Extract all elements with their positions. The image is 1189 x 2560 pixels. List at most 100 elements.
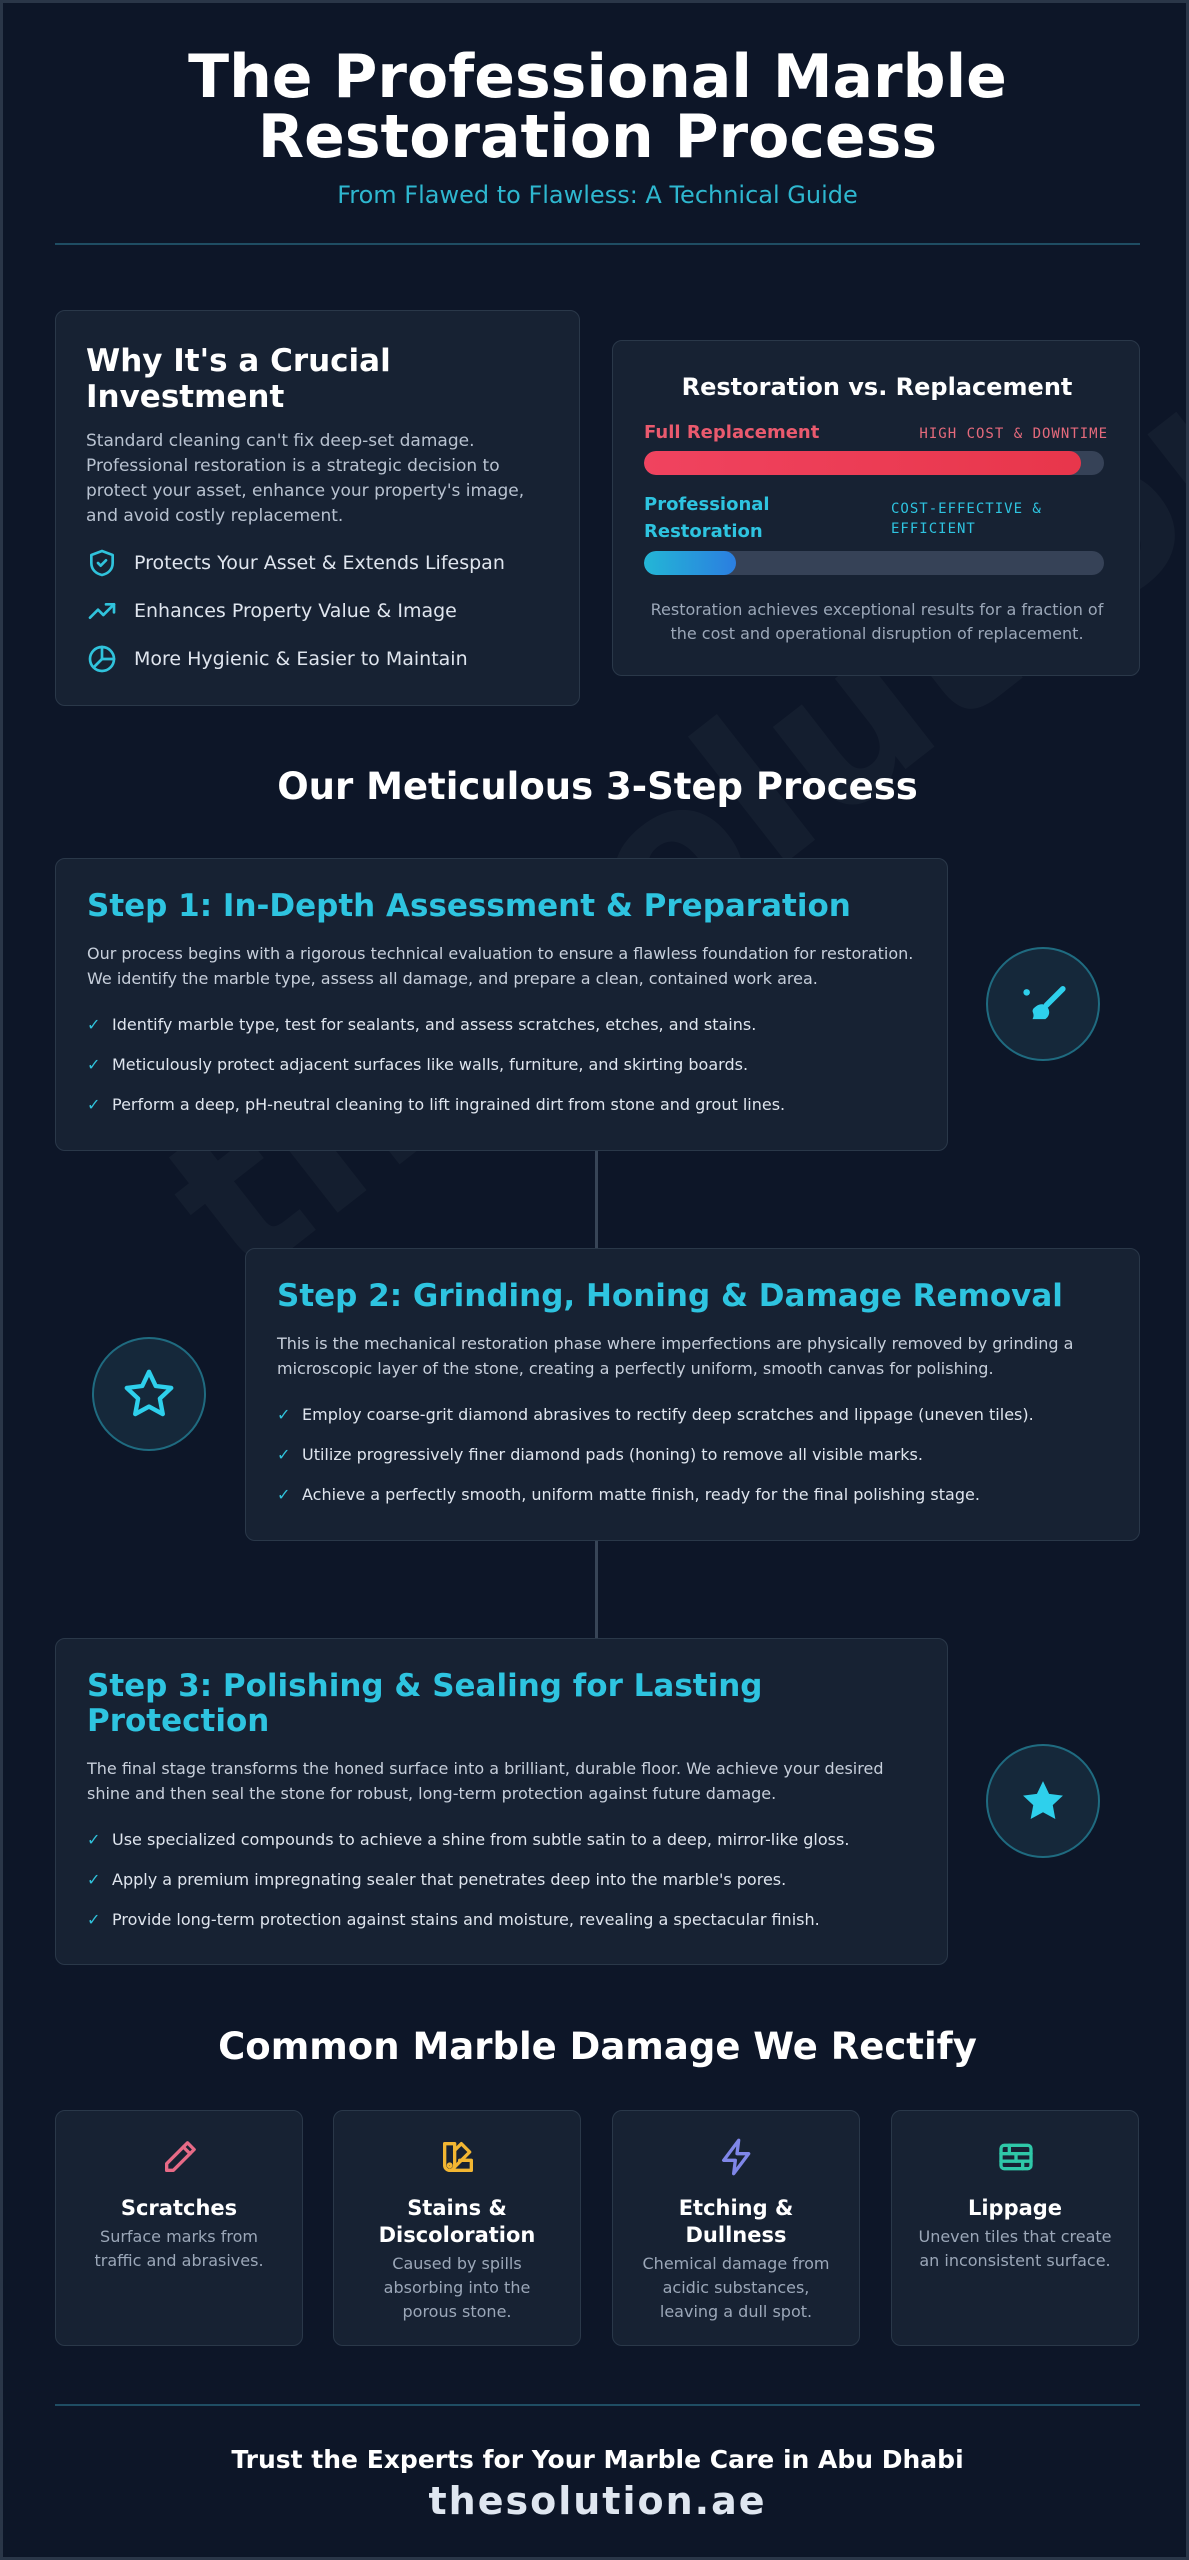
step-1-title: Step 1: In-Depth Assessment & Preparatio…	[87, 888, 851, 924]
damage-card-description-line: Uneven tiles that create	[918, 2227, 1112, 2246]
star-outline-icon	[124, 1369, 174, 1417]
restoration-tag: COST-EFFECTIVE & EFFICIENT	[891, 499, 1042, 539]
check-item: ✓Use specialized compounds to achieve a …	[87, 1828, 927, 1852]
timeline-connector	[595, 1151, 598, 1249]
checkmark-icon: ✓	[87, 1910, 101, 1929]
restoration-label-line1: Professional	[644, 494, 770, 515]
damage-title: Common Marble Damage We Rectify	[218, 2025, 977, 2068]
process-title: Our Meticulous 3-Step Process	[277, 765, 918, 808]
checkmark-icon: ✓	[87, 1870, 101, 1889]
investment-card: Why It's a Crucial Investment Standard c…	[55, 310, 580, 706]
damage-card-title: Etching & Dullness	[623, 2195, 849, 2249]
restoration-label-line2: Restoration	[644, 521, 763, 542]
damage-card-description-line: an inconsistent surface.	[919, 2251, 1111, 2270]
damage-card-title-line: Lippage	[967, 2196, 1063, 2220]
restoration-label: Professional Restoration	[644, 491, 770, 545]
step-2-description-line2: microscopic layer of the stone, creating…	[277, 1359, 994, 1378]
step-1-card: Step 1: In-Depth Assessment & Preparatio…	[55, 858, 948, 1151]
damage-card-title: Scratches	[66, 2195, 292, 2222]
comparison-note-line1: Restoration achieves exceptional results…	[650, 600, 1104, 619]
check-item-text: Use specialized compounds to achieve a s…	[112, 1830, 850, 1849]
timeline-connector	[595, 1541, 598, 1639]
check-item: ✓Achieve a perfectly smooth, uniform mat…	[277, 1483, 1117, 1507]
step-2-card: Step 2: Grinding, Honing & Damage Remova…	[245, 1248, 1140, 1541]
check-item-text: Perform a deep, pH-neutral cleaning to l…	[112, 1095, 786, 1114]
check-item: ✓Meticulously protect adjacent surfaces …	[87, 1053, 927, 1077]
investment-description: Standard cleaning can't fix deep-set dam…	[86, 431, 525, 526]
damage-card-stains: Stains & Discoloration Caused by spills …	[333, 2110, 581, 2346]
page-subtitle: From Flawed to Flawless: A Technical Gui…	[337, 181, 858, 209]
check-item: ✓ Perform a deep, pH-neutral cleaning to …	[87, 1093, 927, 1117]
restoration-tag-line1: COST-EFFECTIVE &	[891, 501, 1042, 517]
check-item-text: Employ coarse-grit diamond abrasives to …	[302, 1405, 1034, 1424]
benefit-label: Enhances Property Value & Image	[134, 600, 457, 622]
tiles-icon	[999, 2143, 1033, 2171]
investment-title-line1: Why It's a Crucial	[86, 343, 391, 379]
footer-site[interactable]: thesolution.ae	[428, 2479, 767, 2523]
check-item: ✓ Employ coarse-grit diamond abrasives to…	[277, 1403, 1117, 1427]
step-1-description: Our process begins with a rigorous techn…	[87, 941, 927, 991]
cleaning-brush-icon	[1023, 986, 1066, 1020]
step-3-card: Step 3: Polishing & Sealing for Lasting …	[55, 1638, 948, 1965]
replacement-tag: HIGH COST & DOWNTIME	[919, 426, 1108, 442]
check-item-text: Apply a premium impregnating sealer that…	[112, 1870, 787, 1889]
comparison-title: Restoration vs. Replacement	[681, 373, 1073, 401]
star-filled-icon	[1023, 1781, 1063, 1819]
footer-divider	[55, 2404, 1140, 2406]
damage-card-description-line: Chemical damage from	[642, 2254, 830, 2273]
swatch-icon	[443, 2142, 473, 2172]
damage-card-description-line: porous stone.	[402, 2302, 512, 2321]
damage-card-description-line: Surface marks from	[100, 2227, 258, 2246]
damage-card-title-line: Discoloration	[378, 2223, 536, 2247]
checkmark-icon: ✓	[87, 1095, 101, 1114]
damage-card-description-line: acidic substances,	[662, 2278, 810, 2297]
comparison-note-line2: the cost and operational disruption of r…	[670, 624, 1084, 643]
damage-card-etching: Etching & Dullness Chemical damage from …	[612, 2110, 860, 2346]
benefit-label: More Hygienic & Easier to Maintain	[134, 648, 468, 670]
replacement-label: Full Replacement	[644, 422, 820, 443]
lightning-icon	[722, 2138, 751, 2176]
investment-title-line2: Investment	[86, 379, 285, 415]
step-2-badge	[92, 1337, 206, 1451]
damage-card-description-line: Caused by spills	[392, 2254, 522, 2273]
page-title: The Professional Marble Restoration Proc…	[3, 42, 1186, 167]
damage-card-description: Chemical damage from acidic substances, …	[627, 2252, 845, 2324]
damage-card-description: Caused by spills absorbing into the poro…	[348, 2252, 566, 2324]
damage-card-title: Lippage	[902, 2195, 1128, 2222]
replacement-bar-fill	[644, 451, 1081, 475]
benefit-item: More Hygienic & Easier to Maintain	[86, 643, 468, 675]
checkmark-icon: ✓	[87, 1015, 101, 1034]
header-divider	[55, 243, 1140, 245]
restoration-tag-line2: EFFICIENT	[891, 521, 976, 537]
restoration-bar-fill	[644, 551, 736, 575]
step-3-badge	[986, 1744, 1100, 1858]
footer-tagline: Trust the Experts for Your Marble Care i…	[231, 2445, 964, 2474]
checkmark-icon: ✓	[277, 1405, 291, 1424]
damage-card-description: Uneven tiles that create an inconsistent…	[906, 2225, 1124, 2273]
step-1-badge	[986, 947, 1100, 1061]
pencil-icon	[165, 2141, 196, 2172]
step-3-description-line2: shine and then seal the stone for robust…	[87, 1784, 777, 1803]
page-title-line1: The Professional Marble	[188, 42, 1007, 112]
step-3-checklist: ✓ Use specialized compounds to achieve a …	[87, 1828, 927, 1932]
step-3-title: Step 3: Polishing & Sealing for Lasting …	[87, 1669, 762, 1739]
replacement-bar-track	[644, 451, 1104, 475]
check-item: ✓ Apply a premium impregnating sealer tha…	[87, 1868, 927, 1892]
step-3-title-line2: Protection	[87, 1703, 270, 1739]
check-item-text: Utilize progressively finer diamond pads…	[302, 1445, 923, 1464]
damage-card-lippage: Lippage Uneven tiles that create an inco…	[891, 2110, 1139, 2346]
damage-card-scratches: Scratches Surface marks from traffic and…	[55, 2110, 303, 2346]
comparison-card: Restoration vs. Replacement Full Replace…	[612, 340, 1140, 676]
restoration-bar-track	[644, 551, 1104, 575]
trending-up-icon	[88, 603, 116, 619]
comparison-note: Restoration achieves exceptional results…	[613, 598, 1141, 646]
step-3-description: The final stage transforms the honed sur…	[87, 1756, 927, 1806]
step-3-description-line1: The final stage transforms the honed sur…	[87, 1759, 884, 1778]
checkmark-icon: ✓	[277, 1485, 291, 1504]
damage-card-title-line: Stains &	[407, 2196, 507, 2220]
pie-chart-icon	[88, 645, 116, 673]
check-item-text: Meticulously protect adjacent surfaces l…	[112, 1055, 749, 1074]
step-2-description: This is the mechanical restoration phase…	[277, 1331, 1117, 1381]
investment-title: Why It's a Crucial Investment	[86, 343, 391, 415]
